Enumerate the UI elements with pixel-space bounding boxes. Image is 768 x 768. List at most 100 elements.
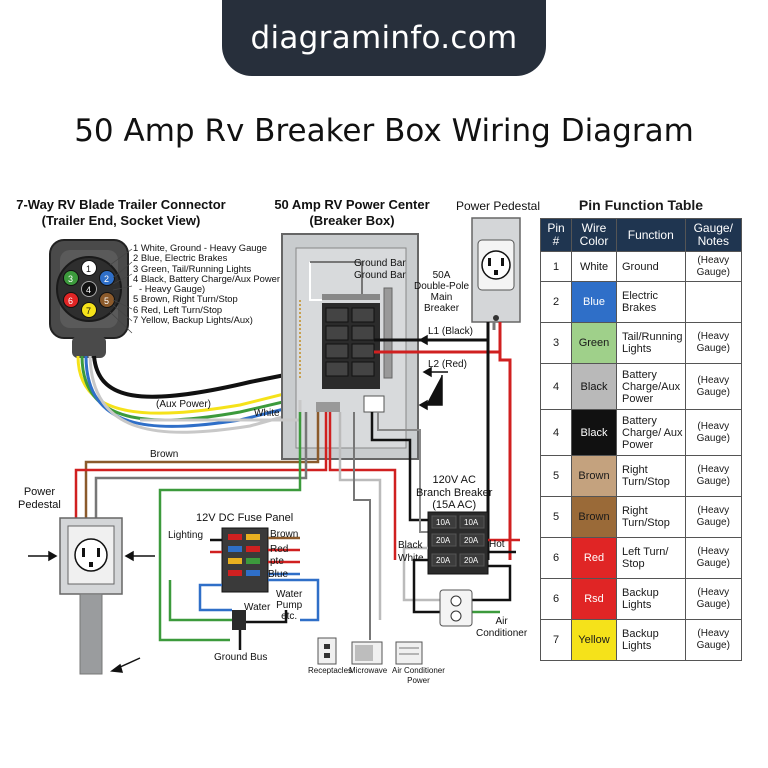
pin-cell: 1 <box>540 251 572 282</box>
connector-legend: 1 White, Ground - Heavy Gauge 2 Blue, El… <box>133 242 280 326</box>
wire-color-cell: Rsd <box>571 578 617 620</box>
pin-1 <box>81 260 97 276</box>
breaker-label-6: 20A <box>464 556 479 565</box>
pin-cell: 3 <box>540 322 572 364</box>
pin-7 <box>81 302 97 318</box>
gauge-cell: (Heavy Gauge) <box>684 363 743 410</box>
pin-label-2: 2 <box>104 274 110 284</box>
water-pump-label: Water Pump etc. <box>276 589 303 622</box>
box-wiring <box>299 261 500 640</box>
pin-label-5: 5 <box>104 296 110 306</box>
legend-line-7: 6 Red, Left Turn/Stop <box>133 303 223 315</box>
header-pin: Pin # <box>540 218 572 252</box>
air-conditioner-label: Air Conditioner <box>476 616 528 639</box>
site-name: diagraminfo.com <box>250 20 518 56</box>
breaker-label-3: 20A <box>436 536 451 545</box>
gauge-cell: (Heavy Gauge) <box>684 578 743 620</box>
wire-color-cell: Brown <box>571 496 617 538</box>
pin-cell: 5 <box>540 496 572 538</box>
breaker-label-1: 10A <box>436 518 451 527</box>
pin-4 <box>81 281 97 297</box>
pin-cell: 6 <box>540 578 572 620</box>
function-cell: Backup Lights <box>616 619 686 661</box>
legend-leaders <box>109 248 133 334</box>
brown-wire-label: Brown <box>150 449 179 460</box>
pin-label-1: 1 <box>86 264 92 274</box>
trailer-connector <box>49 239 129 358</box>
pedestal-left-arrows <box>28 550 155 673</box>
fuse-red-label: Red <box>270 544 289 555</box>
fuse-pte-label: pte <box>270 556 284 567</box>
fuse-panel <box>221 527 269 630</box>
power-center-box <box>281 233 419 460</box>
l1-label: L1 (Black) <box>428 326 474 337</box>
pedestal-left-title: Power Pedestal <box>18 486 61 511</box>
receptacles-label: Receptacles <box>308 666 353 675</box>
legend-line-2: 2 Blue, Electric Brakes <box>133 252 228 264</box>
fuse-panel-title: 12V DC Fuse Panel <box>196 512 294 524</box>
pin-cell: 4 <box>540 409 572 456</box>
pin-6 <box>63 292 79 308</box>
gauge-cell: (Heavy Gauge) <box>684 409 743 456</box>
pin-2 <box>99 270 115 286</box>
function-cell: Battery Charge/ Aux Power <box>616 409 686 456</box>
legend-line-6: 5 Brown, Right Turn/Stop <box>133 293 238 305</box>
connector-pins <box>63 260 115 318</box>
pin-label-6: 6 <box>68 296 74 306</box>
water-label: Water <box>244 602 271 613</box>
pin-cell: 2 <box>540 281 572 323</box>
gauge-cell: (Heavy Gauge) <box>684 496 743 538</box>
fuse-panel-wires <box>168 536 320 650</box>
black-wire-label: Black <box>398 540 423 551</box>
table-title: Pin Function Table <box>578 197 704 213</box>
legend-line-3: 3 Green, Tail/Running Lights <box>133 262 252 274</box>
breaker-label-2: 10A <box>464 518 479 527</box>
l2-label: L2 (Red) <box>428 359 467 370</box>
microwave-label: Microwave <box>349 666 388 675</box>
hot-wire-label: Hot <box>489 539 505 550</box>
wire-color-cell: Black <box>571 363 617 410</box>
pedestal-left-wires <box>74 412 328 642</box>
pin-5 <box>99 292 115 308</box>
wire-color-cell: Blue <box>571 281 617 323</box>
main-breaker-label: 50A Double-Pole Main Breaker <box>414 270 470 314</box>
function-cell: Electric Brakes <box>616 281 686 323</box>
site-banner: diagraminfo.com <box>222 0 546 76</box>
wire-color-cell: Green <box>571 322 617 364</box>
page-title: 50 Amp Rv Breaker Box Wiring Diagram <box>74 113 694 149</box>
connector-title: 7-Way RV Blade Trailer Connector (Traile… <box>16 197 226 228</box>
pedestal-top-wires <box>486 322 512 560</box>
legend-line-8: 7 Yellow, Backup Lights/Aux) <box>133 314 253 326</box>
pin-cell: 6 <box>540 537 572 579</box>
air-conditioner-power-label: Air Conditioner Power <box>392 666 445 685</box>
header-wire-color: Wire Color <box>571 218 617 252</box>
function-cell: Left Turn/ Stop <box>616 537 686 579</box>
power-center-title: 50 Amp RV Power Center (Breaker Box) <box>274 197 430 228</box>
function-cell: Backup Lights <box>616 578 686 620</box>
ground-bar-label: Ground Bar Ground Bar <box>354 258 406 281</box>
l-line-arrows <box>418 334 448 411</box>
wire-color-cell: Brown <box>571 455 617 497</box>
white2-wire-label: White <box>398 553 424 564</box>
gauge-cell <box>684 281 743 323</box>
gauge-cell: (Heavy Gauge) <box>684 537 743 579</box>
pin-label-4: 4 <box>86 285 92 295</box>
table-header-row: Pin # Wire Color Function Gauge/ Notes <box>540 218 743 252</box>
header-function: Function <box>616 218 686 252</box>
power-pedestal-top <box>471 217 521 323</box>
legend-line-4: 4 Black, Battery Charge/Aux Power <box>133 272 280 284</box>
gauge-cell: (Heavy Gauge) <box>684 251 743 282</box>
gauge-cell: (Heavy Gauge) <box>684 455 743 497</box>
aux-power-label: (Aux Power) <box>156 399 212 410</box>
function-cell: Right Turn/Stop <box>616 496 686 538</box>
lighting-label: Lighting <box>168 530 204 541</box>
pin-function-table: Pin # Wire Color Function Gauge/ Notes 1… <box>540 218 743 661</box>
branch-breaker-title: 120V AC Branch Breaker (15A AC) <box>416 474 493 511</box>
